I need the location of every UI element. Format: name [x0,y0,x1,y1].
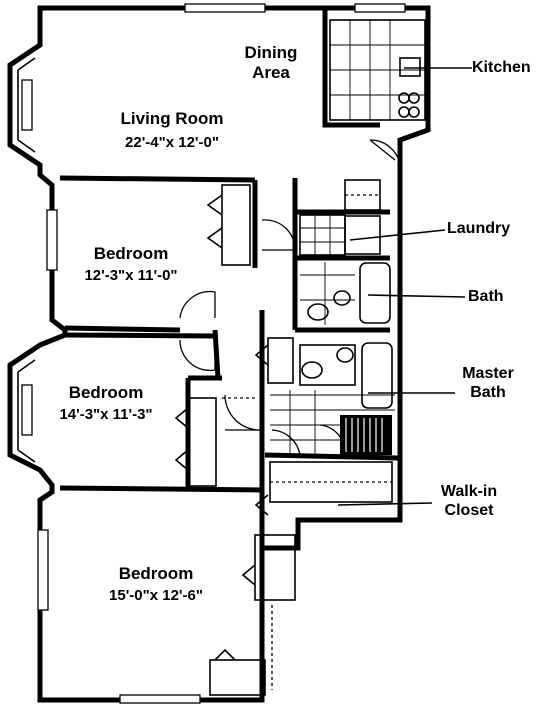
walkin-closet-callout: Walk-in Closet [441,484,497,519]
master-bath-line1: Master [462,365,514,382]
kitchen-fixtures [329,19,426,121]
closets [174,184,296,696]
dining-label-line2: Area [252,63,290,82]
living-room-dimensions: 22'-4"x 12'-0" [125,134,219,151]
walkin-line1: Walk-in [440,483,498,500]
living-room-label: Living Room [120,109,224,128]
callout-leaders [337,67,472,506]
laundry-callout: Laundry [447,220,511,237]
laundry-fixtures [299,179,381,256]
master-bath-line2: Bath [470,384,506,401]
bedroom-2-label: Bedroom [68,383,144,402]
master-bath-callout: Master Bath [462,366,514,401]
wall-windows [37,3,406,704]
dining-label-line1: Dining [244,43,298,62]
kitchen-callout: Kitchen [472,59,531,76]
dining-area-label: Dining Area [245,44,298,81]
door-swings [179,139,401,456]
bedroom-3-dimensions: 15'-0"x 12'-6" [109,587,203,604]
bath-callout: Bath [468,288,504,305]
walkin-line2: Closet [444,502,494,519]
master-bath-fixtures [270,342,395,455]
bedroom-2-dimensions: 14'-3"x 11'-3" [59,406,153,423]
bedroom-1-dimensions: 12'-3"x 11'-0" [84,267,178,284]
bath-fixtures [300,262,391,325]
bedroom-3-label: Bedroom [118,564,194,583]
interior-walls [59,8,399,548]
walkin-closet-shelving [222,397,393,690]
bedroom-1-label: Bedroom [93,244,169,263]
bay-windows [17,57,36,463]
